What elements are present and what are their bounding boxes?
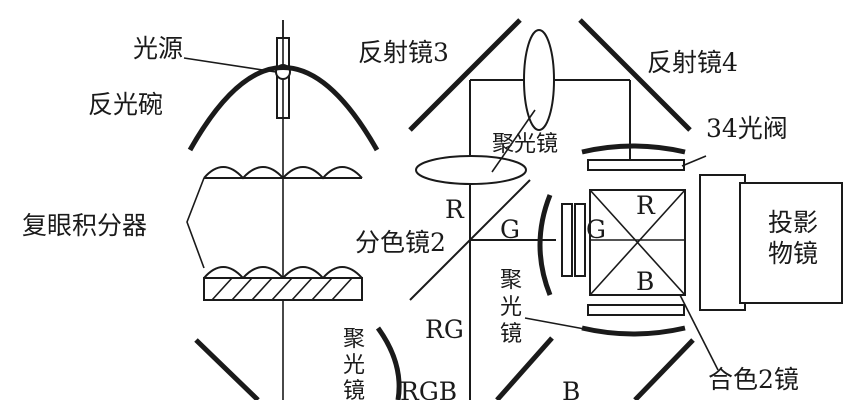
condenser-bottom-left [375, 326, 402, 400]
mirror3 [408, 18, 522, 132]
valve-top [587, 159, 685, 171]
label-condenser-left-3: 镜 [343, 379, 365, 400]
condenser-top-lens [523, 29, 555, 131]
projection-lens-barrel [699, 174, 746, 311]
label-b-bottom: B [562, 377, 580, 400]
label-projection-lens-2: 物镜 [768, 239, 818, 268]
valve34-leader [681, 155, 707, 167]
condenser-mid-leader [524, 317, 591, 331]
label-condenser-left-2: 光 [343, 353, 365, 378]
label-combiner2: 合色2镜 [708, 365, 799, 394]
green-valve-plate2 [574, 203, 586, 277]
condenser-mid-lens [537, 194, 553, 296]
label-reflector-bowl: 反光碗 [88, 90, 163, 119]
label-r-left: R [445, 195, 465, 224]
label-r-prism: R [636, 191, 656, 220]
projection-lens-body [739, 182, 843, 304]
label-condenser-left-1: 聚 [343, 327, 365, 352]
condenser-left-lens [415, 155, 527, 185]
label-fly-eye-integrator: 复眼积分器 [22, 211, 147, 240]
label-condenser-mid-2: 光 [500, 295, 522, 320]
label-rg: RG [425, 315, 464, 344]
label-valve34: 34光阀 [706, 114, 788, 143]
reflector-bowl-curve [187, 65, 380, 152]
label-projection-lens-1: 投影 [768, 208, 818, 237]
mirror-bottom-center [495, 336, 554, 400]
label-condenser-mid-3: 镜 [500, 322, 522, 347]
integrator-bracket [186, 177, 205, 269]
label-mirror4: 反射镜4 [647, 48, 738, 77]
label-light-source: 光源 [133, 34, 183, 63]
fly-eye-top-lenslets [203, 166, 363, 180]
label-g-center: G [586, 215, 606, 244]
label-condenser-top: 聚光镜 [492, 132, 558, 157]
condenser-bottom-right-lens [581, 325, 686, 337]
combiner-prism [589, 189, 686, 296]
label-mirror3: 反射镜3 [358, 38, 449, 67]
valve-bottom [587, 304, 685, 316]
label-condenser-mid-1: 聚 [500, 268, 522, 293]
light-source-leader [183, 57, 277, 73]
prism-diagonal2 [589, 189, 686, 296]
condenser-top-leader [491, 109, 536, 173]
green-valve-plate1 [561, 203, 573, 277]
label-rgb: RGB [400, 377, 457, 400]
mirror4 [578, 18, 692, 132]
mirror-bottom-right [633, 338, 695, 400]
condenser-top-right-lens [581, 143, 686, 155]
fly-eye-hatching [211, 277, 353, 301]
label-g-left: G [500, 215, 520, 244]
mirror-bottom-left [194, 338, 260, 400]
combiner2-leader [679, 294, 719, 371]
label-dichroic2: 分色镜2 [355, 228, 446, 257]
label-b-prism: B [636, 267, 654, 296]
